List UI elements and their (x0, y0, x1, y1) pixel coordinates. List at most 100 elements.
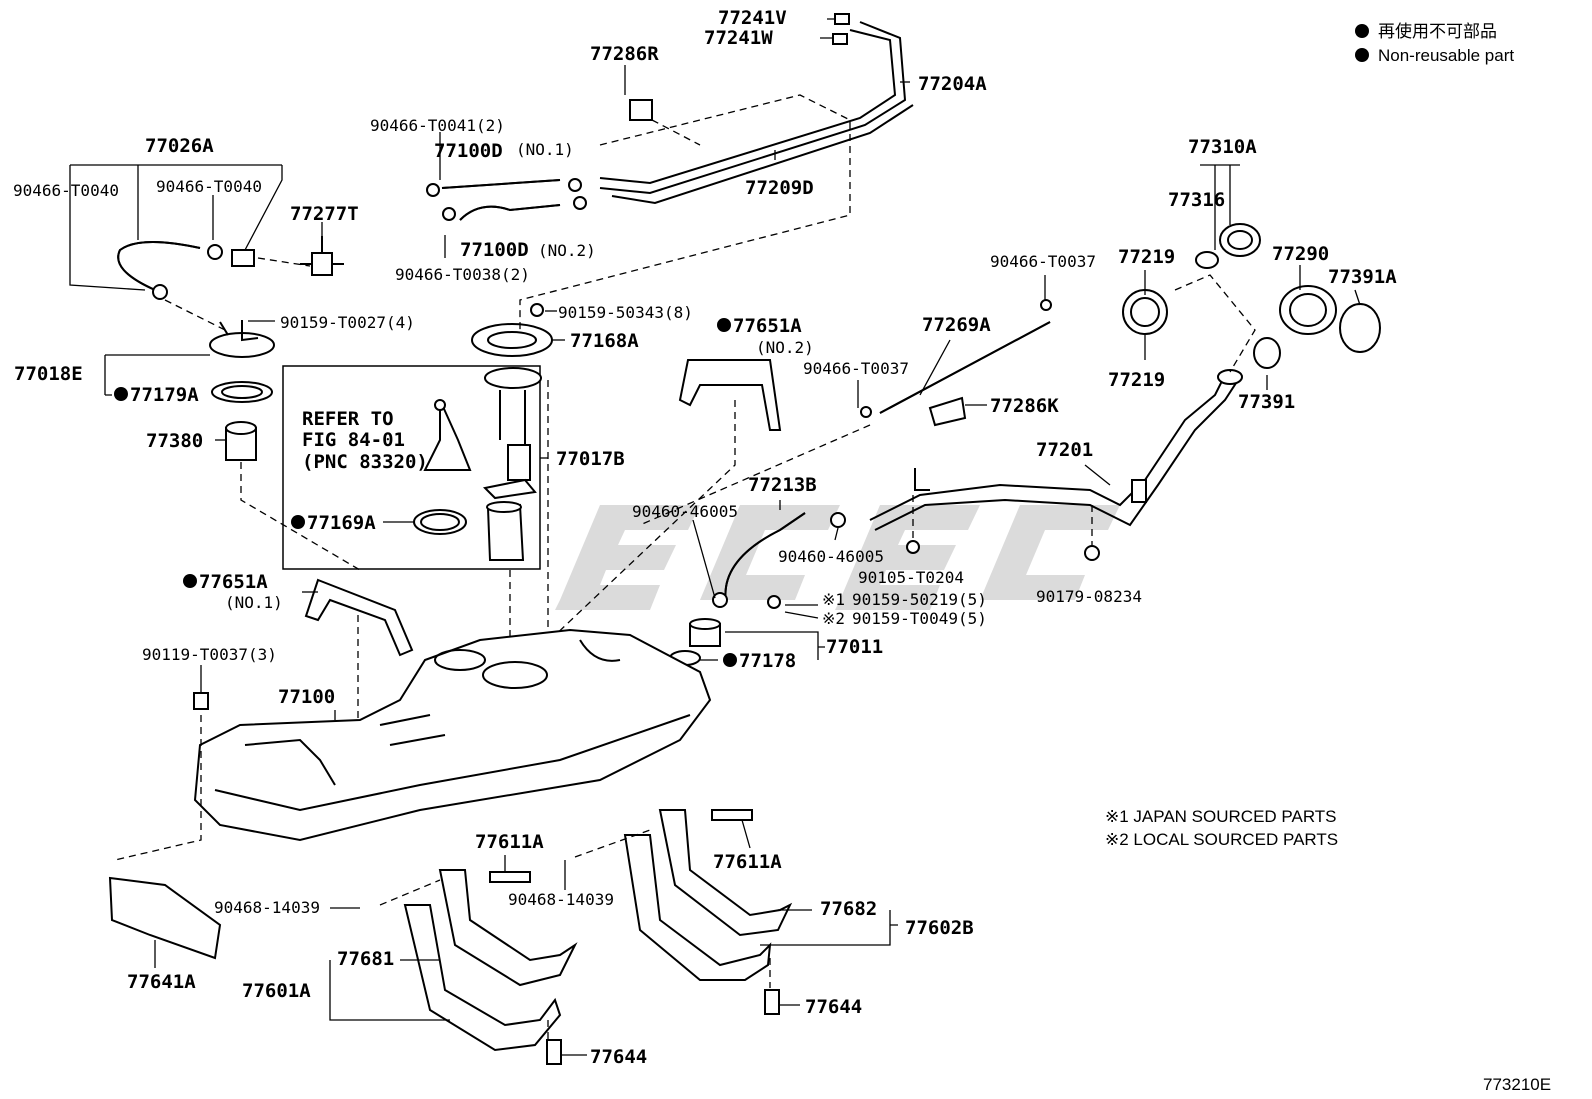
label-77201[interactable]: 77201 (1036, 439, 1093, 461)
label-90466-T0037-a[interactable]: 90466-T0037 (990, 252, 1096, 271)
label-90159-T0049[interactable]: 90159-T0049(5) (852, 609, 987, 628)
bolt-90119[interactable] (193, 692, 209, 710)
label-77017B[interactable]: 77017B (556, 448, 625, 470)
label-77018E[interactable]: 77018E (14, 363, 83, 385)
label-77651A-no2[interactable]: 77651A (733, 315, 802, 337)
label-90466-T0040-b[interactable]: 90466-T0040 (156, 177, 262, 196)
filler-pipe-77201[interactable] (869, 369, 1243, 531)
label-77651A-no1[interactable]: 77651A (199, 571, 268, 593)
gasket-77391[interactable] (1253, 337, 1281, 369)
label-77290[interactable]: 77290 (1272, 243, 1329, 265)
fuel-tube-assembly-77204A[interactable] (599, 13, 914, 205)
fuel-cap-77310A[interactable] (1195, 223, 1261, 269)
retainer-ring-77168A[interactable] (471, 303, 553, 357)
clamp-77286K[interactable] (928, 396, 967, 427)
label-77169A[interactable]: 77169A (307, 512, 376, 534)
tank-band-77651A-no1[interactable] (304, 578, 414, 657)
label-90466-T0038[interactable]: 90466-T0038(2) (395, 265, 530, 284)
refer-line3[interactable]: (PNC 83320) (302, 451, 428, 473)
label-77213B[interactable]: 77213B (748, 474, 817, 496)
evap-hose-77026A[interactable] (117, 241, 255, 300)
label-77100D-no1[interactable]: 77100D (434, 140, 503, 162)
label-77219-a[interactable]: 77219 (1118, 246, 1175, 268)
label-77641A[interactable]: 77641A (127, 971, 196, 993)
label-77100[interactable]: 77100 (278, 686, 335, 708)
label-90466-T0040-a[interactable]: 90466-T0040 (13, 181, 119, 200)
filter-77380[interactable] (225, 421, 257, 461)
bolt-77644-b[interactable] (764, 989, 780, 1015)
label-90159-50343[interactable]: 90159-50343(8) (558, 303, 693, 322)
tank-strap-77602B[interactable] (623, 809, 793, 981)
bolt-77611A-a[interactable] (489, 871, 531, 883)
label-77380[interactable]: 77380 (146, 430, 203, 452)
label-77026A[interactable]: 77026A (145, 135, 214, 157)
label-90468-14039-a[interactable]: 90468-14039 (214, 898, 320, 917)
refer-line2[interactable]: FIG 84-01 (302, 429, 405, 451)
label-77219-b[interactable]: 77219 (1108, 369, 1165, 391)
pump-bracket-refer[interactable] (423, 399, 472, 471)
label-77286R[interactable]: 77286R (590, 43, 659, 65)
label-77241V[interactable]: 77241V (718, 7, 787, 29)
label-90105-T0204[interactable]: 90105-T0204 (858, 568, 964, 587)
label-77178[interactable]: 77178 (739, 650, 796, 672)
bolt-77644-a[interactable] (546, 1039, 562, 1065)
label-77241W[interactable]: 77241W (704, 27, 773, 49)
label-77209D[interactable]: 77209D (745, 177, 814, 199)
bolt-90159-50219[interactable] (767, 595, 781, 609)
inlet-77011[interactable] (689, 618, 721, 647)
label-77316[interactable]: 77316 (1168, 189, 1225, 211)
leader-lines (69, 18, 1361, 1056)
label-90119-T0037[interactable]: 90119-T0037(3) (142, 645, 277, 664)
label-77204A[interactable]: 77204A (918, 73, 987, 95)
vent-hose-77269A[interactable] (860, 299, 1052, 418)
label-77611A-a[interactable]: 77611A (475, 831, 544, 853)
fuel-hose-77100D[interactable] (426, 178, 587, 221)
seal-77219[interactable] (1122, 289, 1168, 335)
pump-filter-cup[interactable] (486, 501, 525, 561)
label-77310A[interactable]: 77310A (1188, 136, 1257, 158)
label-77611A-b[interactable]: 77611A (713, 851, 782, 873)
label-77391A[interactable]: 77391A (1328, 266, 1397, 288)
label-77269A[interactable]: 77269A (922, 314, 991, 336)
label-77179A[interactable]: 77179A (130, 384, 199, 406)
label-90468-14039-b[interactable]: 90468-14039 (508, 890, 614, 909)
filler-neck-77290[interactable] (1279, 285, 1337, 335)
label-90159-T0027[interactable]: 90159-T0027(4) (280, 313, 415, 332)
label-90159-50219[interactable]: 90159-50219(5) (852, 590, 987, 609)
gasket-77391A[interactable] (1339, 303, 1381, 353)
label-90460-46005-a[interactable]: 90460-46005 (632, 502, 738, 521)
label-77644-a[interactable]: 77644 (805, 996, 862, 1018)
tank-band-77651A-no2[interactable] (678, 359, 782, 431)
label-90460-46005-b[interactable]: 90460-46005 (778, 547, 884, 566)
sender-gauge-77018E[interactable] (209, 320, 275, 358)
label-77391[interactable]: 77391 (1238, 391, 1295, 413)
label-90466-T0037-b[interactable]: 90466-T0037 (803, 359, 909, 378)
bolt-77611A-b[interactable] (711, 809, 753, 821)
tank-strap-77601A[interactable] (403, 869, 578, 1052)
non-reusable-bullet-icon (291, 515, 305, 529)
part-labels: 77241V 77241W 77204A 77286R 90466-T0041(… (13, 7, 1397, 1068)
nut-90179[interactable] (1084, 545, 1100, 561)
label-77682[interactable]: 77682 (820, 898, 877, 920)
fuel-pump-77017B[interactable] (482, 367, 542, 500)
label-77644-b[interactable]: 77644 (590, 1046, 647, 1068)
label-77100D-no2-qualifier: (NO.2) (538, 241, 596, 260)
label-90466-T0041[interactable]: 90466-T0041(2) (370, 116, 505, 135)
vent-valve-77277T[interactable] (300, 236, 344, 276)
label-77601A[interactable]: 77601A (242, 980, 311, 1002)
gasket-77179A[interactable] (211, 381, 273, 403)
label-77286K[interactable]: 77286K (990, 395, 1059, 417)
fuel-tank-77100[interactable] (193, 628, 712, 842)
label-77681[interactable]: 77681 (337, 948, 394, 970)
label-77100D-no2[interactable]: 77100D (460, 239, 529, 261)
label-77168A[interactable]: 77168A (570, 330, 639, 352)
label-77277T[interactable]: 77277T (290, 203, 359, 225)
filler-hose-77213B[interactable] (712, 512, 846, 608)
label-90179-08234[interactable]: 90179-08234 (1036, 587, 1142, 606)
bolt-90105[interactable] (906, 540, 920, 554)
protector-77641A[interactable] (108, 876, 222, 960)
gasket-77169A[interactable] (413, 509, 467, 535)
label-77602B[interactable]: 77602B (905, 917, 974, 939)
refer-line1[interactable]: REFER TO (302, 408, 394, 430)
label-77011[interactable]: 77011 (826, 636, 883, 658)
